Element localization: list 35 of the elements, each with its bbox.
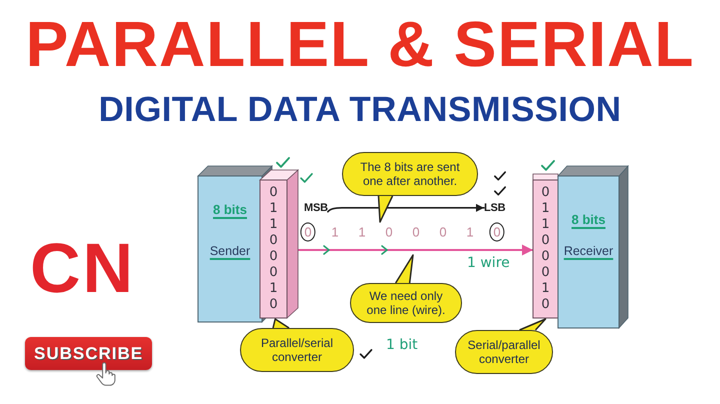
speech-bubble bbox=[350, 283, 462, 323]
bit-digit: 0 bbox=[385, 224, 393, 240]
speech-bubble bbox=[240, 328, 354, 372]
bubble-text: The 8 bits are sent one after another. bbox=[359, 160, 461, 188]
bubble-text: Parallel/serial converter bbox=[260, 336, 334, 364]
bit-column-text: 0 1 1 0 0 0 1 0 bbox=[540, 185, 551, 313]
bit-count-label: 8 bits bbox=[213, 202, 247, 217]
handwritten-note: 1 wire bbox=[467, 255, 510, 271]
callout-tail bbox=[394, 254, 414, 284]
callout-tail bbox=[378, 195, 394, 223]
subtitle: DIGITAL DATA TRANSMISSION bbox=[98, 92, 622, 128]
title: PARALLEL & SERIAL bbox=[26, 12, 694, 76]
callout-tail bbox=[518, 318, 546, 331]
arrow bbox=[327, 204, 485, 213]
subscribe-button: SUBSCRIBE bbox=[25, 337, 152, 370]
topic-label: CN bbox=[30, 233, 136, 303]
device-name: Sender bbox=[210, 244, 250, 259]
bubble-text: We need only one line (wire). bbox=[366, 289, 446, 317]
device-name: Receiver bbox=[564, 244, 614, 259]
circled-bit-digit: 0 bbox=[489, 222, 505, 242]
bit-digit: 0 bbox=[412, 224, 420, 240]
bit-digit: 0 bbox=[439, 224, 447, 240]
bit-digit: 1 bbox=[466, 224, 474, 240]
bit-digit: 1 bbox=[358, 224, 366, 240]
handwritten-note: 1 bit bbox=[386, 337, 418, 353]
speech-bubble bbox=[342, 152, 478, 196]
bit-column-text: 0 1 1 0 0 0 1 0 bbox=[268, 185, 279, 313]
bit-digit: 1 bbox=[331, 224, 339, 240]
circled-bit-digit: 0 bbox=[300, 222, 316, 242]
arrow bbox=[297, 244, 534, 256]
callout-tail bbox=[272, 318, 290, 329]
bit-count-label: 8 bits bbox=[572, 212, 606, 227]
bit-order-label: LSB bbox=[484, 202, 506, 215]
bubble-text: Serial/parallel converter bbox=[466, 338, 542, 366]
bit-order-label: MSB bbox=[304, 202, 328, 215]
